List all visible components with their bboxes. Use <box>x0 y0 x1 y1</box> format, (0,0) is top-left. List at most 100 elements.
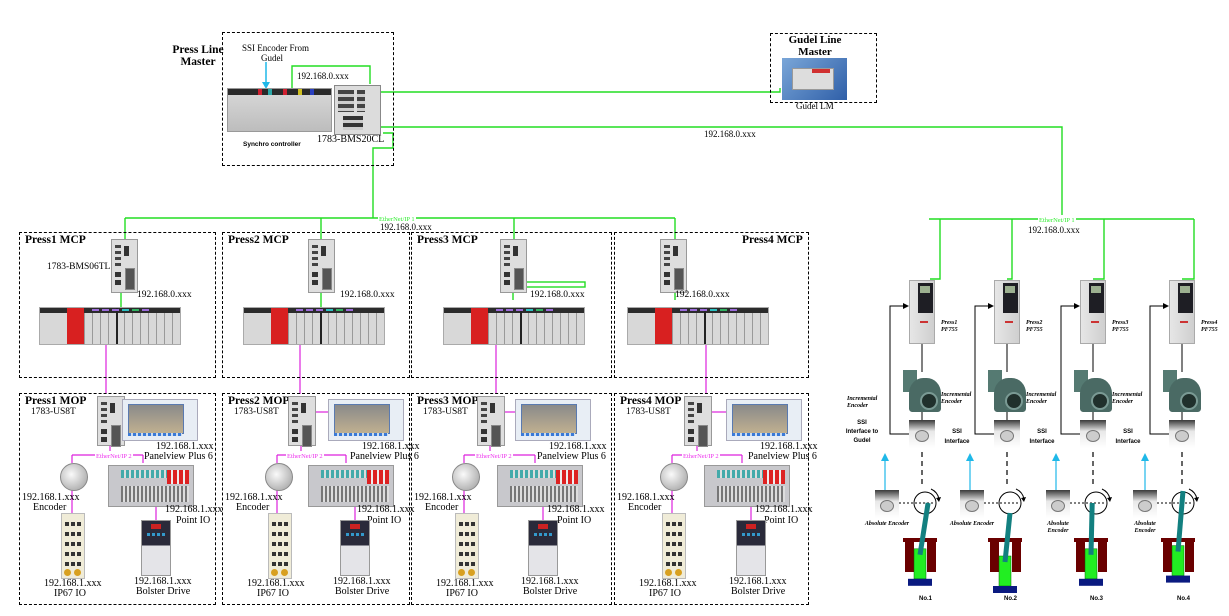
gudel-lm-device[interactable] <box>782 58 847 100</box>
mop-3-switch[interactable] <box>477 396 505 447</box>
mop-3-point-io[interactable] <box>497 465 583 507</box>
press-3-ssi-encoder[interactable] <box>1080 420 1106 448</box>
mop-1-eip2-label: EtherNet/IP 2 <box>95 451 133 462</box>
press-1-motor[interactable] <box>903 370 941 412</box>
mop-3-hmi-ip: 192.168.1.xxx <box>549 441 607 452</box>
mop-1-ip67-io[interactable] <box>61 513 85 579</box>
mop-2-ip67-ip: 192.168.1.xxx <box>247 578 305 589</box>
mop-4-encoder[interactable] <box>660 463 688 491</box>
press-2-connecting-rod <box>1002 512 1013 563</box>
incremental-encoder-left-label: Incremental Encoder <box>847 396 877 410</box>
press-4-pf755-drive[interactable] <box>1169 280 1195 344</box>
mop-2-title: Press2 MOP <box>228 395 290 407</box>
press-4-rotation-arrow-head <box>1194 497 1199 502</box>
mop-2-encoder[interactable] <box>265 463 293 491</box>
mop-2-eip2-label: EtherNet/IP 2 <box>286 451 324 462</box>
mcp-3-switch[interactable] <box>500 239 527 293</box>
mop-4-point-io[interactable] <box>704 465 790 507</box>
mop-2-point-io[interactable] <box>308 465 394 507</box>
mop-2-pointio-ip: 192.168.1.xxx <box>357 504 415 515</box>
abs-line1: Absolute Encoder <box>864 521 910 527</box>
mcp-4-switch[interactable] <box>660 239 687 293</box>
mop-1-pointio-label: Point IO <box>176 515 211 526</box>
mop-2-bolster-drive[interactable] <box>340 520 370 576</box>
press-2-absolute-encoder[interactable] <box>960 490 984 518</box>
mop-4-encoder-ip: 192.168.1.xxx <box>617 492 675 503</box>
ssi-line1: SSI <box>1037 429 1047 435</box>
mop-2-switch[interactable] <box>288 396 316 447</box>
drive-bus-ethernet-ip-1-label: EtherNet/IP 1 <box>1038 215 1076 226</box>
drive-model: PF755 <box>1026 327 1043 333</box>
mop-panel-4 <box>614 393 809 605</box>
mop-1-encoder[interactable] <box>60 463 88 491</box>
inc-line2: Encoder <box>941 399 962 405</box>
mop-1-switch[interactable] <box>97 396 125 447</box>
drive-name: Press4 <box>1201 320 1218 326</box>
press-1-absolute-encoder[interactable] <box>875 490 899 518</box>
mop-3-pointio-label: Point IO <box>557 515 592 526</box>
mop-3-encoder-label: Encoder <box>425 502 459 513</box>
press-1-rotation-arrow-head <box>936 497 941 502</box>
mop-4-panelview-hmi[interactable] <box>726 399 802 441</box>
synchro-controller-rack[interactable] <box>227 88 332 132</box>
gudel-line-master-box <box>770 33 877 103</box>
mop-4-bolster-drive[interactable] <box>736 520 766 576</box>
mop-1-bolster-drive[interactable] <box>141 520 171 576</box>
press-1-pf755-drive[interactable] <box>909 280 935 344</box>
mcp-2-plc-rack[interactable] <box>243 307 385 345</box>
mop-1-panelview-hmi[interactable] <box>122 399 198 441</box>
mop-3-panelview-hmi[interactable] <box>515 399 591 441</box>
mcp-1-ip: 192.168.0.xxx <box>137 290 192 300</box>
drive-name: Press3 <box>1112 320 1129 326</box>
mop-2-hmi-label: Panelview Plus 6 <box>350 451 419 462</box>
press-3-absolute-encoder[interactable] <box>1046 490 1070 518</box>
press-3-pf755-drive[interactable] <box>1080 280 1106 344</box>
press-4-motor[interactable] <box>1163 370 1201 412</box>
mop-1-point-io[interactable] <box>108 465 194 507</box>
trunk-ip-label: 192.168.0.xxx <box>704 129 756 139</box>
gudel-title-line2: Master <box>798 46 832 58</box>
mcp-4-ip: 192.168.0.xxx <box>675 290 730 300</box>
ssi-line2: Interface <box>944 439 970 445</box>
synchro-controller-label: Synchro controller <box>243 141 301 148</box>
mop-4-ip67-io[interactable] <box>662 513 686 579</box>
mcp-3-plc-rack[interactable] <box>443 307 585 345</box>
press-1-ssi-encoder[interactable] <box>909 420 935 448</box>
press-2-ssi-encoder[interactable] <box>994 420 1020 448</box>
mcp-1-switch[interactable] <box>111 239 138 293</box>
mop-4-switch[interactable] <box>684 396 712 447</box>
gudel-line-master-title: Gudel Line Master <box>780 34 850 58</box>
press-2-pf755-drive[interactable] <box>994 280 1020 344</box>
press-1-absolute-encoder-label: Absolute Encoder <box>861 521 913 528</box>
press-3-connecting-rod <box>1088 502 1095 555</box>
mop-3-pointio-ip: 192.168.1.xxx <box>547 504 605 515</box>
mop-4-bolster-ip: 192.168.1.xxx <box>729 576 787 587</box>
mop-2-panelview-hmi[interactable] <box>328 399 404 441</box>
mcp-4-plc-rack[interactable] <box>627 307 769 345</box>
bms20cl-switch[interactable] <box>334 85 381 135</box>
mop-2-ip67-io[interactable] <box>268 513 292 579</box>
mop-3-encoder[interactable] <box>452 463 480 491</box>
mop-1-bolster-ip: 192.168.1.xxx <box>134 576 192 587</box>
mop-3-hmi-label: Panelview Plus 6 <box>537 451 606 462</box>
mcp-1-plc-rack[interactable] <box>39 307 181 345</box>
press-4-ssi-encoder[interactable] <box>1169 420 1195 448</box>
mop-3-ip67-io[interactable] <box>455 513 479 579</box>
mop-3-bolster-drive[interactable] <box>528 520 558 576</box>
drive-model: PF755 <box>941 327 958 333</box>
press-4-absolute-encoder[interactable] <box>1133 490 1157 518</box>
press-4-number-label: No.4 <box>1177 596 1191 602</box>
mcp-2-switch[interactable] <box>308 239 335 293</box>
gudel-lm-label: Gudel LM <box>796 101 834 111</box>
press-3-motor[interactable] <box>1074 370 1112 412</box>
mop-2-encoder-ip: 192.168.1.xxx <box>225 492 283 503</box>
press-4-feedback-arrow <box>1163 303 1169 309</box>
mop-1-hmi-label: Panelview Plus 6 <box>144 451 213 462</box>
ssi-arrow-head <box>262 82 270 89</box>
press-2-motor[interactable] <box>988 370 1026 412</box>
bms20cl-label: 1783-BMS20CL <box>317 134 385 145</box>
mcp-3-title: Press3 MCP <box>417 234 478 246</box>
